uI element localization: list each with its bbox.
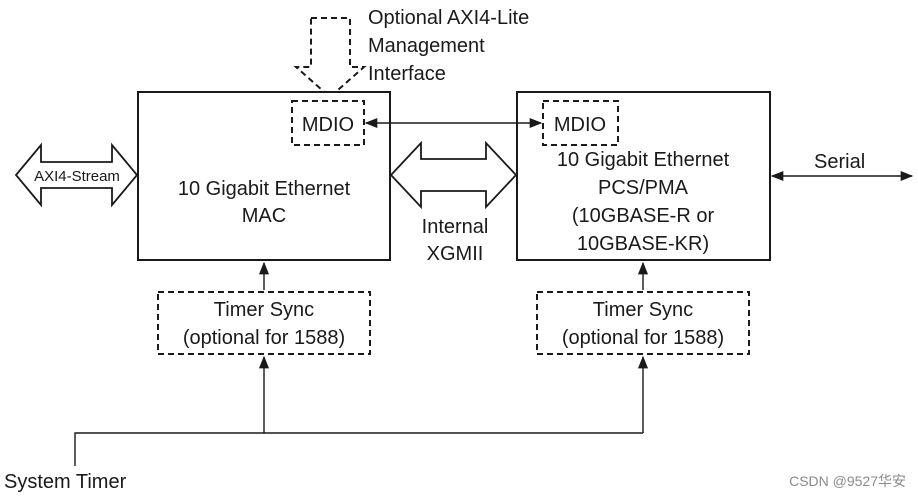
timer-sync-right-line1: Timer Sync — [593, 299, 693, 321]
mdio-left-label: MDIO — [302, 114, 354, 136]
mgmt-interface-label-line3: Interface — [368, 63, 446, 85]
timer-sync-left-box — [157, 291, 371, 355]
system-timer-label: System Timer — [4, 471, 127, 493]
pcs-label-line3: (10GBASE-R or — [572, 205, 715, 227]
pcs-label-line2: PCS/PMA — [598, 177, 689, 199]
xgmii-label-line2: XGMII — [427, 243, 484, 265]
watermark: CSDN @9527华安 — [789, 473, 906, 489]
timer-sync-right-box — [536, 291, 750, 355]
system-timer-bus — [74, 432, 643, 466]
mac-label-line1: 10 Gigabit Ethernet — [178, 178, 351, 200]
pcs-label-line1: 10 Gigabit Ethernet — [557, 149, 730, 171]
mgmt-interface-label-line1: Optional AXI4-Lite — [368, 7, 529, 29]
pcs-label-line4: 10GBASE-KR) — [577, 233, 709, 255]
serial-label: Serial — [814, 151, 865, 173]
axi-stream-label: AXI4-Stream — [34, 168, 120, 185]
xgmii-label-line1: Internal — [422, 216, 489, 238]
mdio-left-box — [291, 100, 365, 146]
timer-sync-left-line1: Timer Sync — [214, 299, 314, 321]
timer-sync-left-line2: (optional for 1588) — [183, 327, 345, 349]
mac-label-line2: MAC — [242, 205, 286, 227]
mdio-right-label: MDIO — [554, 114, 606, 136]
mgmt-interface-label-line2: Management — [368, 35, 485, 57]
timer-sync-right-line2: (optional for 1588) — [562, 327, 724, 349]
mdio-right-box — [542, 100, 619, 146]
xgmii-arrow — [389, 140, 518, 210]
mgmt-interface-arrow — [293, 17, 367, 99]
axi-stream-arrow — [14, 142, 139, 208]
